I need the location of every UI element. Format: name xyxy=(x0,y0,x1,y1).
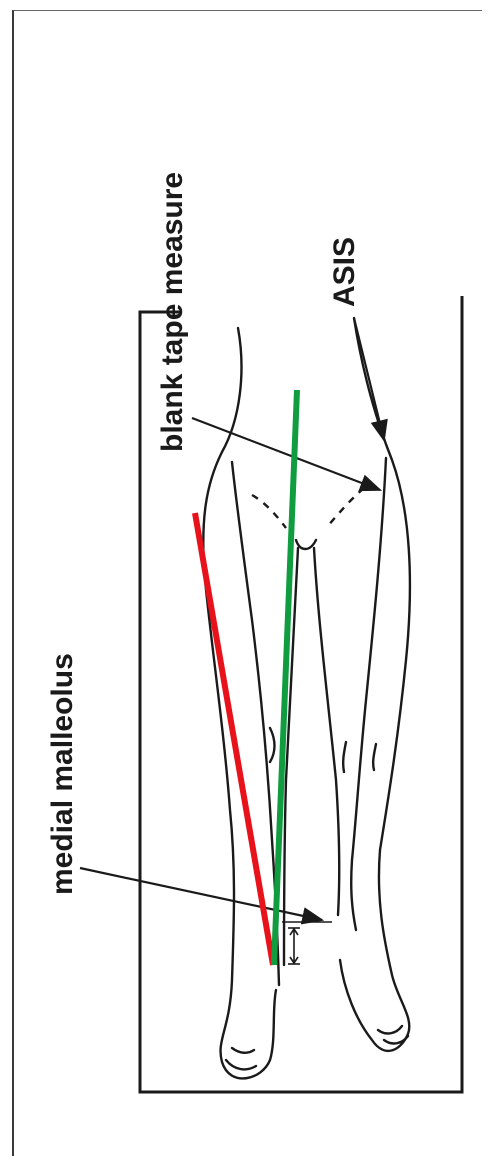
right-foot-toes xyxy=(378,1026,408,1043)
pelvis-dashed-lines xyxy=(252,488,364,528)
right-knee-crease-1 xyxy=(343,742,346,772)
right-knee-crease-2 xyxy=(373,744,376,770)
blank-tape-measure-label: blank tape measure xyxy=(158,172,188,452)
right-leg-mid-contour xyxy=(351,458,386,930)
body-outline xyxy=(203,318,410,1078)
left-leg-outer-contour xyxy=(203,328,276,1078)
medial-malleolus-label: medial malleolus xyxy=(48,653,78,895)
measurement-indicator-icon xyxy=(282,922,332,964)
asis-arrow xyxy=(354,318,384,440)
right-inner-thigh xyxy=(314,548,339,915)
left-foot-toes xyxy=(226,1048,256,1069)
right-leg-outer-contour xyxy=(340,318,410,1051)
medial-malleolus-arrow xyxy=(80,868,322,920)
left-knee-crease xyxy=(270,728,275,762)
asis-label: ASIS xyxy=(330,237,360,307)
